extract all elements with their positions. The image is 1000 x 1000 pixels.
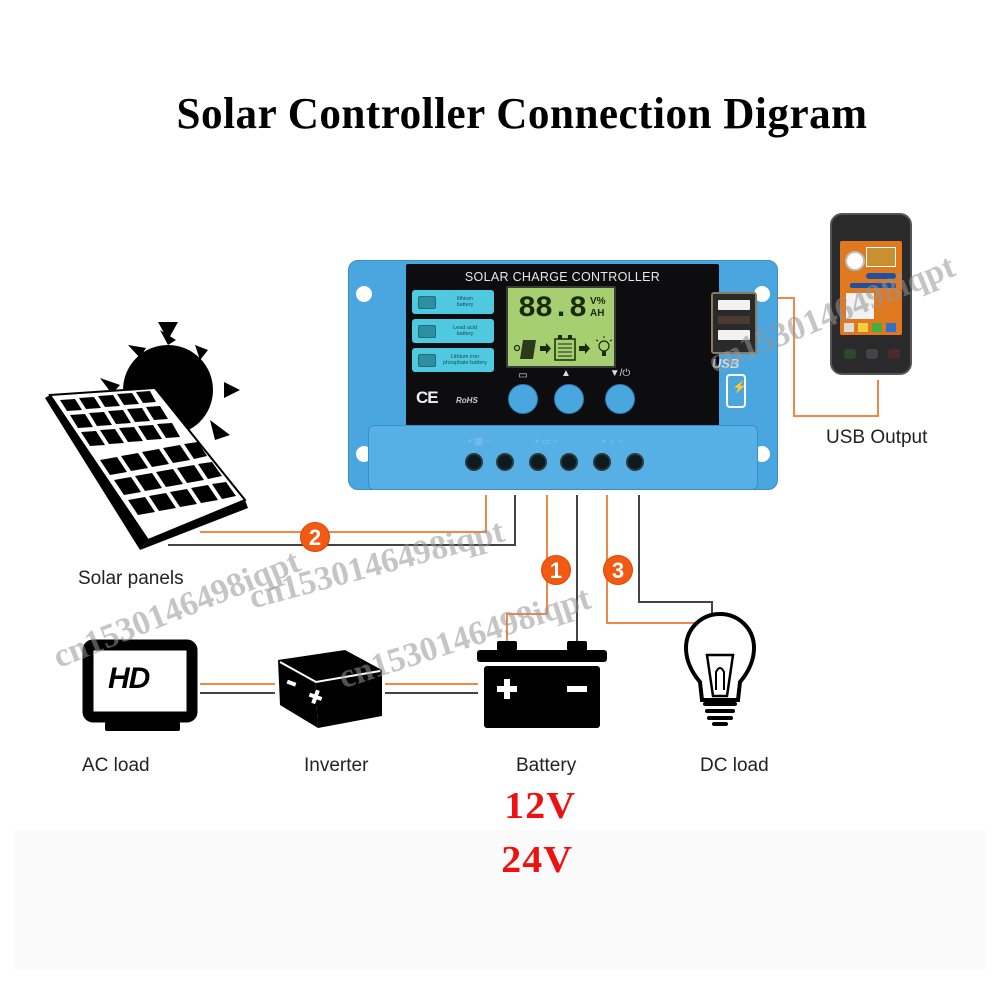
step-badge-2: 2 (300, 522, 330, 552)
battery-mode-label: phosphate battery (442, 360, 488, 366)
arrow-right-icon (579, 343, 590, 354)
call-button (844, 349, 856, 359)
terminal-screw-battery-negative[interactable] (560, 453, 578, 471)
terminal-label-load: + ♁ − (601, 436, 624, 446)
app-icon (872, 323, 882, 332)
dc-load-label: DC load (700, 755, 769, 776)
clock-widget (845, 251, 865, 271)
terminal-screw-battery-positive[interactable] (529, 453, 547, 471)
ac-load-label: AC load (82, 755, 150, 776)
usb-label: USB (712, 356, 740, 371)
voltage-12v: 12V (504, 785, 577, 827)
battery-icon (418, 353, 436, 367)
battery-mode-label: Lithium iron (450, 354, 480, 360)
lcd-display: 88.8 V% AH (506, 286, 616, 368)
step-badge-1: 1 (541, 555, 571, 585)
solar-panels-label: Solar panels (78, 568, 184, 589)
battery-label: Battery (516, 755, 577, 776)
app-icon (886, 323, 896, 332)
mount-hole (754, 286, 770, 302)
usb-port[interactable] (711, 292, 757, 354)
arrow-right-icon (540, 343, 551, 354)
up-arrow-icon: ▲ (561, 368, 571, 379)
page-title: Solar Controller Connection Digram (176, 89, 868, 138)
lcd-digits: 88.8 (518, 292, 587, 326)
bulb-icon (595, 336, 613, 356)
up-button[interactable] (554, 384, 584, 414)
inverter-label: Inverter (304, 755, 369, 776)
battery-mode-label: Lead acid (453, 325, 477, 331)
rohs-mark: RoHS (456, 396, 478, 405)
app-icon (844, 323, 854, 332)
lcd-flow-icons (513, 335, 613, 361)
terminal-label-solar: + ▦ − (467, 436, 492, 446)
down-power-button[interactable] (605, 384, 635, 414)
battery-icon (554, 335, 576, 361)
usb-slot (718, 300, 750, 310)
terminal-screw-solar-positive[interactable] (465, 453, 483, 471)
battery-mode-label: battery (456, 331, 474, 337)
plus-icon (497, 679, 517, 699)
step-badge-3: 3 (603, 555, 633, 585)
down-power-icon: ▼/⏻ (609, 368, 631, 379)
terminal-screw-load-positive[interactable] (593, 453, 611, 471)
end-call-button (888, 349, 900, 359)
battery-mode-label: battery (456, 302, 474, 308)
lightning-icon: ⚡ (732, 380, 747, 394)
lcd-unit-bottom: AH (590, 308, 605, 319)
minus-icon (286, 679, 297, 687)
photo-widget (866, 247, 896, 267)
phone-charging-icon: ⚡ (726, 374, 747, 408)
hd-text: HD (108, 662, 150, 695)
dc-negative-wire (638, 495, 713, 615)
voltage-24v: 24V (501, 839, 574, 881)
mount-hole (754, 446, 770, 462)
terminal-cover: + ▦ − + ▭ − + ♁ − (368, 425, 758, 490)
mount-hole (356, 286, 372, 302)
phone-screen (840, 241, 902, 335)
terminal-label-battery: + ▭ − (534, 436, 559, 446)
usb-slot (718, 330, 750, 340)
smartphone-icon (830, 213, 912, 375)
controller-title: SOLAR CHARGE CONTROLLER (464, 270, 661, 284)
solar-positive-wire (200, 495, 487, 533)
terminal-screw-load-negative[interactable] (626, 453, 644, 471)
dc-positive-wire (606, 495, 695, 624)
menu-icon: ▭ (518, 370, 528, 381)
minus-icon (567, 686, 587, 692)
lcd-unit-top: V% (590, 296, 606, 307)
solar-negative-wire (168, 495, 516, 546)
calendar-widget (846, 293, 874, 319)
plus-icon (308, 689, 323, 705)
bottom-panel (15, 830, 985, 970)
menu-button[interactable] (508, 384, 538, 414)
home-button (866, 349, 878, 359)
ce-mark: CE (416, 388, 439, 407)
app-icon (858, 323, 868, 332)
battery-mode-label: lithium (457, 296, 473, 302)
battery-icon (418, 324, 436, 338)
battery-positive-wire (506, 495, 548, 645)
usb-output-label: USB Output (826, 427, 928, 448)
solar-panel-icon (520, 340, 536, 359)
battery-icon (418, 295, 436, 309)
terminal-screw-solar-negative[interactable] (496, 453, 514, 471)
